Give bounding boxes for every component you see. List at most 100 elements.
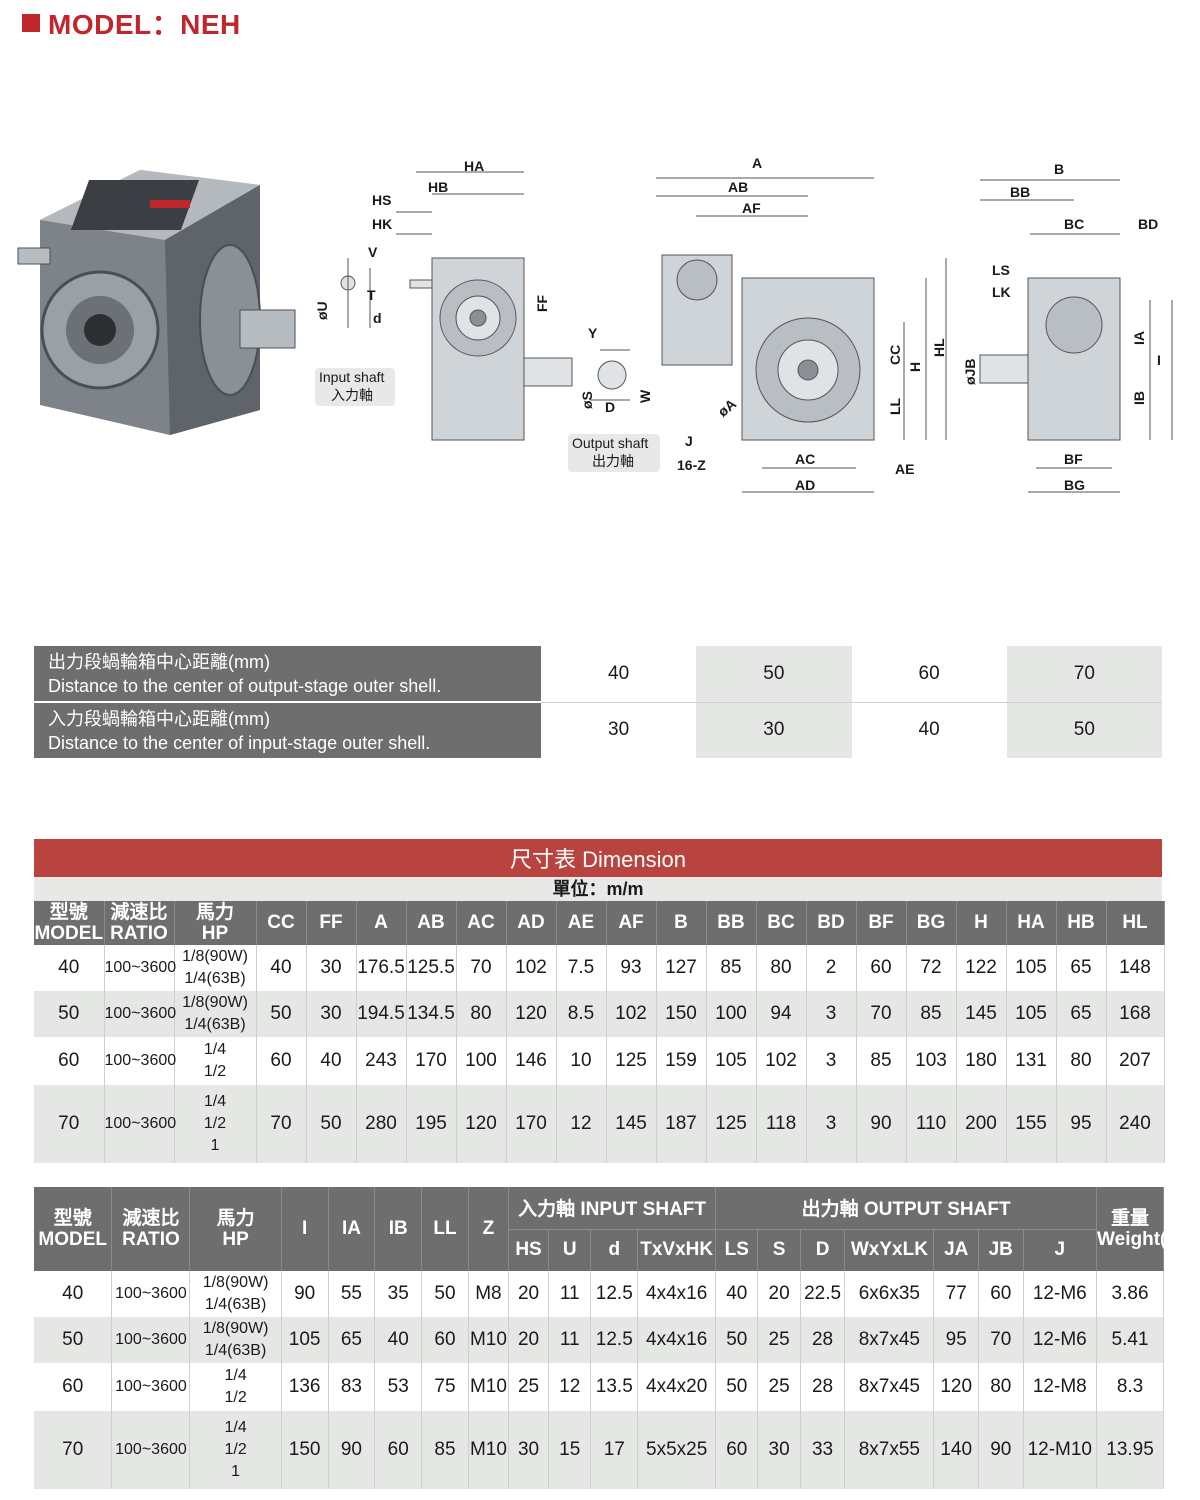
table1-cell: 65 (1056, 945, 1107, 991)
table1-cell: 70 (34, 1085, 105, 1163)
table1-cell: 100~3600 (104, 1037, 176, 1085)
table2-header-cell-line: 馬力 (216, 1208, 255, 1229)
table2-cell: 120 (933, 1363, 979, 1411)
table1-header-cell: CC (256, 901, 307, 945)
table2-cell: 80 (978, 1363, 1024, 1411)
table2-cell: 100~3600 (111, 1363, 191, 1411)
table2-cell-line: 1/4(63B) (204, 1296, 267, 1313)
table2-subheader-cell: TxVxHK (637, 1228, 717, 1271)
table1-cell: 3 (806, 1037, 857, 1085)
table1-header-cell-line: RATIO (110, 923, 168, 944)
table2-cell: 60 (715, 1411, 759, 1489)
table1-header-cell: AE (556, 901, 607, 945)
table1-cell: 155 (1006, 1085, 1057, 1163)
table2-cell: 8x7x45 (844, 1363, 935, 1411)
table2-cell: 95 (933, 1317, 979, 1363)
table2-cell: 83 (328, 1363, 376, 1411)
table1-header-cell: AC (456, 901, 507, 945)
table1-cell: 100 (706, 991, 757, 1037)
table2-cell: M10 (468, 1411, 509, 1489)
table1-cell: 134.5 (406, 991, 457, 1037)
table2-header-cell: IB (374, 1187, 423, 1271)
table1-cell: 207 (1106, 1037, 1165, 1085)
table2-cell: 12 (548, 1363, 592, 1411)
table2-cell: 40 (374, 1317, 423, 1363)
table2-cell: 25 (508, 1363, 550, 1411)
table1-cell-line: 1/2 (203, 1115, 227, 1132)
table2-cell: 140 (933, 1411, 979, 1489)
table1-cell: 3 (806, 991, 857, 1037)
table2-cell: 28 (800, 1317, 846, 1363)
label-ab: AB (728, 179, 748, 195)
table2-cell: 60 (421, 1317, 469, 1363)
table1-cell: 85 (706, 945, 757, 991)
table2-cell: 75 (421, 1363, 469, 1411)
table1-cell: 50 (306, 1085, 357, 1163)
label-ae: AE (895, 461, 914, 477)
table2-cell: 70 (978, 1317, 1024, 1363)
table1-cell: 7.5 (556, 945, 607, 991)
table2-header-cell: IA (328, 1187, 376, 1271)
table1-header-cell: BF (856, 901, 907, 945)
table1-cell: 159 (656, 1037, 707, 1085)
table2-cell: 60 (34, 1363, 113, 1411)
table2-header-cell: LL (421, 1187, 469, 1271)
label-bd: BD (1138, 216, 1158, 232)
table2-cell: 1/8(90W)1/4(63B) (189, 1317, 282, 1363)
table1-header-cell-line: HP (201, 923, 229, 944)
table1-cell: 105 (1006, 945, 1057, 991)
table2-cell: 4x4x20 (637, 1363, 717, 1411)
unit-label: 單位：m/m (34, 877, 1162, 901)
table2-subheader-cell: HS (508, 1228, 550, 1271)
table1-header-cell: H (956, 901, 1007, 945)
label-ll: LL (887, 397, 903, 415)
table1-header-cell: HA (1006, 901, 1057, 945)
table1-cell: 146 (506, 1037, 557, 1085)
table2-subheader-cell: U (548, 1228, 592, 1271)
table1-cell: 145 (956, 991, 1007, 1037)
table2-cell: 4x4x16 (637, 1317, 717, 1363)
table1-cell: 10 (556, 1037, 607, 1085)
distance-value: 50 (1006, 702, 1162, 758)
label-v: V (368, 244, 378, 260)
table1-cell: 125.5 (406, 945, 457, 991)
table2-cell: 40 (34, 1271, 113, 1317)
table1-cell: 127 (656, 945, 707, 991)
input-caption-zh: 入力軸 (331, 387, 373, 403)
table1-header-cell: A (356, 901, 407, 945)
distance-label-zh: 入力段蝸輪箱中心距離(mm) (48, 708, 270, 729)
table1-cell: 102 (506, 945, 557, 991)
table2-cell: 30 (508, 1411, 550, 1489)
table2-cell: 90 (281, 1271, 329, 1317)
table1-cell: 280 (356, 1085, 407, 1163)
table1-header-cell: BC (756, 901, 807, 945)
table1-header-cell-line: MODEL (34, 923, 104, 944)
table2-cell: 136 (281, 1363, 329, 1411)
table1-cell: 60 (856, 945, 907, 991)
table2-cell: 4x4x16 (637, 1271, 717, 1317)
table2-header-cell-line: 型號 (53, 1208, 92, 1229)
table1-cell-line: 1 (210, 1137, 220, 1154)
table1-cell-line: 1/4 (203, 1041, 227, 1058)
table1-cell: 105 (1006, 991, 1057, 1037)
table1-cell: 122 (956, 945, 1007, 991)
table2-cell: 35 (374, 1271, 423, 1317)
distance-label-output: 出力段蝸輪箱中心距離(mm) Distance to the center of… (34, 646, 541, 703)
table2-cell: 40 (715, 1271, 759, 1317)
label-ff: FF (534, 294, 550, 312)
table2-cell: 50 (34, 1317, 113, 1363)
table2-cell: 25 (757, 1363, 801, 1411)
label-ad: AD (795, 477, 815, 493)
label-bb: BB (1010, 184, 1030, 200)
table2-header-cell-line: Weight(KG) (1097, 1229, 1200, 1250)
table1-header-cell: BD (806, 901, 857, 945)
table1-cell-line: 1/2 (203, 1063, 227, 1080)
table1-cell: 70 (256, 1085, 307, 1163)
